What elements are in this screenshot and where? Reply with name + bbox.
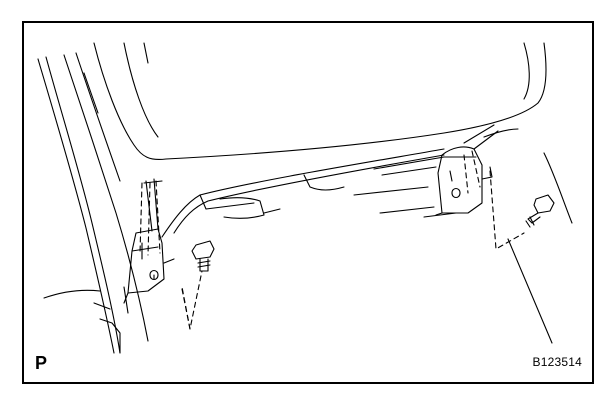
right-bolt	[525, 194, 555, 228]
diagram-frame: P B123514	[22, 21, 594, 384]
seat-bolt-illustration	[37, 42, 573, 354]
right-seat-bracket	[435, 124, 519, 216]
seat-rail	[161, 148, 445, 238]
bolt-guide-lines	[139, 150, 525, 330]
left-bolt	[191, 240, 215, 272]
door-panel	[37, 52, 149, 354]
corner-label: P	[35, 353, 48, 373]
reference-code: B123514	[532, 355, 582, 369]
floor-lines	[353, 152, 573, 344]
left-seat-bracket	[123, 178, 175, 304]
seat-cushion	[93, 42, 547, 161]
